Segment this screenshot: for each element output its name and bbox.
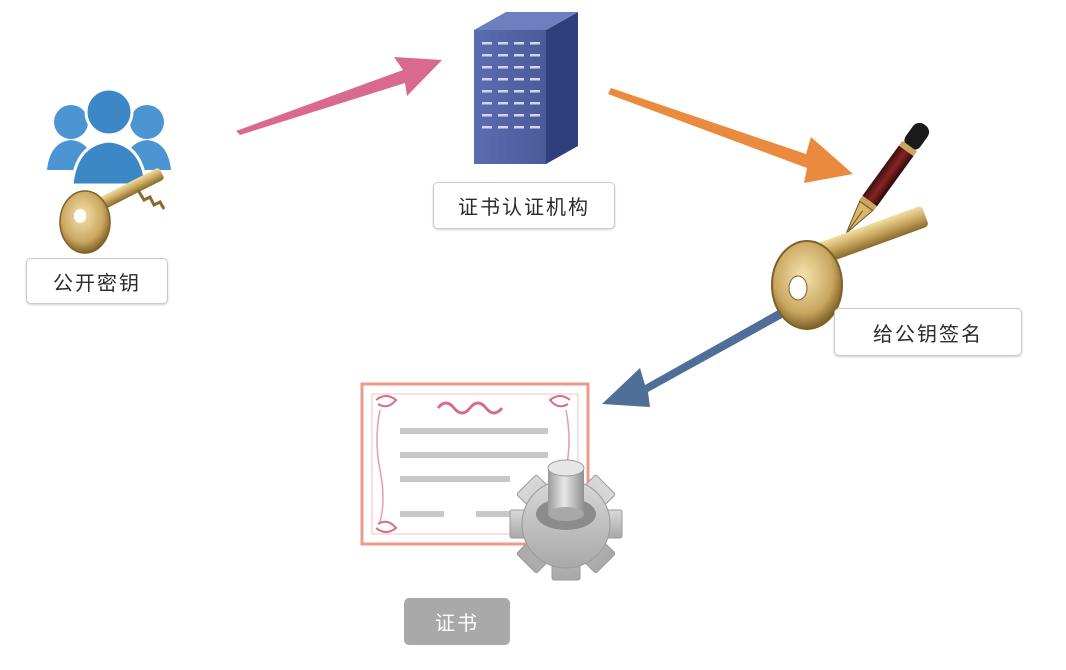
gear-icon <box>509 459 623 581</box>
signing-key-icon <box>771 206 928 330</box>
users-icon <box>47 87 171 187</box>
sign-public-key-label: 给公钥签名 <box>834 308 1022 356</box>
arrow-to-sign <box>608 88 853 183</box>
certificate-label: 证书 <box>404 598 510 645</box>
pen-icon <box>845 122 930 234</box>
key-icon <box>59 168 166 254</box>
server-icon <box>474 12 578 164</box>
arrow-to-ca <box>236 57 442 135</box>
arrow-to-certificate <box>602 309 784 407</box>
public-key-label: 公开密钥 <box>26 258 168 304</box>
ca-label: 证书认证机构 <box>433 182 615 229</box>
